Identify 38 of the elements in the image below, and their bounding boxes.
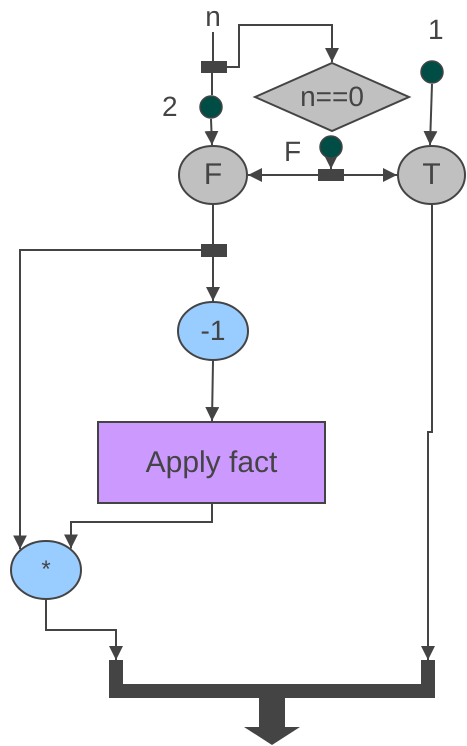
- arrow: [423, 84, 438, 146]
- operator-ellipse: [178, 145, 248, 205]
- arrow: [205, 360, 220, 422]
- token-dot: [199, 95, 223, 119]
- arrow: [45, 600, 123, 660]
- arrow: [248, 168, 318, 182]
- fork-bar: [318, 169, 344, 181]
- arrow: [344, 168, 397, 182]
- merge-bar: [109, 660, 435, 745]
- arrow: [227, 24, 339, 68]
- arrow: [13, 249, 201, 550]
- connector-line: [211, 73, 213, 96]
- decision-diamond: [254, 62, 410, 132]
- token-dot: [420, 60, 444, 84]
- node-label: Apply fact: [146, 448, 278, 478]
- node-label: *: [41, 558, 51, 582]
- node-label: n==0: [300, 83, 364, 111]
- arrow: [206, 257, 220, 301]
- input-label: n: [200, 2, 226, 32]
- token-value: F: [284, 138, 302, 166]
- node-label: F: [204, 160, 222, 190]
- process-box: [97, 421, 326, 504]
- arrow: [324, 155, 338, 169]
- connector-line: [212, 205, 214, 244]
- token-value: 1: [428, 16, 444, 44]
- operator-ellipse: [177, 301, 249, 361]
- fork-bar: [201, 244, 227, 257]
- token-dot: [319, 135, 343, 159]
- token-value: 2: [162, 93, 178, 121]
- arrow: [204, 118, 218, 146]
- arrow: [421, 205, 435, 660]
- arrow: [64, 504, 213, 548]
- fork-bar: [201, 61, 227, 73]
- node-label: -1: [200, 317, 226, 345]
- node-label: T: [422, 160, 441, 190]
- connector-line: [212, 32, 214, 61]
- operator-ellipse: [10, 540, 82, 600]
- operator-ellipse: [397, 145, 466, 205]
